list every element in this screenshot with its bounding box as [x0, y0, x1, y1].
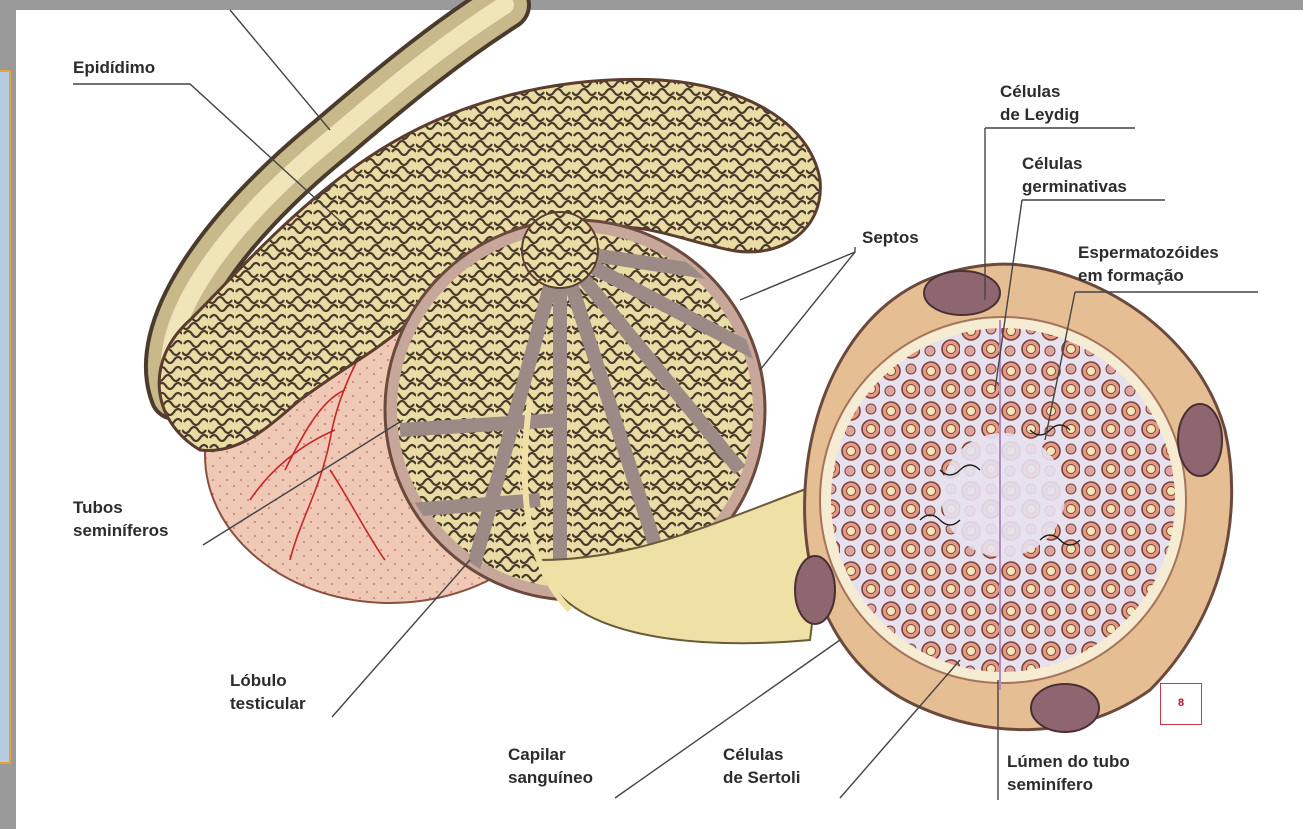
- label-capilar: Capilar sanguíneo: [508, 743, 593, 789]
- label-sertoli: Células de Sertoli: [723, 743, 800, 789]
- label-epididimo-text: Epidídimo: [73, 56, 155, 79]
- label-lobulo-line1: Lóbulo: [230, 669, 306, 692]
- label-septos-text: Septos: [862, 226, 919, 249]
- label-tubos-line1: Tubos: [73, 496, 168, 519]
- label-lumen: Lúmen do tubo seminífero: [1007, 750, 1130, 796]
- tubule-cross-section: [795, 264, 1232, 732]
- label-germinativas: Células germinativas: [1022, 152, 1127, 198]
- label-leydig-line2: de Leydig: [1000, 103, 1079, 126]
- label-espermatozoides-line2: em formação: [1078, 264, 1219, 287]
- label-germinativas-line1: Células: [1022, 152, 1127, 175]
- label-capilar-line1: Capilar: [508, 743, 593, 766]
- label-espermatozoides-line1: Espermatozóides: [1078, 241, 1219, 264]
- label-leydig: Células de Leydig: [1000, 80, 1079, 126]
- label-sertoli-line1: Células: [723, 743, 800, 766]
- figure-badge-text: 8: [1161, 684, 1201, 723]
- label-tubos-line2: seminíferos: [73, 519, 168, 542]
- label-lobulo-line2: testicular: [230, 692, 306, 715]
- label-septos: Septos: [862, 226, 919, 249]
- label-germinativas-line2: germinativas: [1022, 175, 1127, 198]
- label-leydig-line1: Células: [1000, 80, 1079, 103]
- label-espermatozoides: Espermatozóides em formação: [1078, 241, 1219, 287]
- label-sertoli-line2: de Sertoli: [723, 766, 800, 789]
- label-lobulo: Lóbulo testicular: [230, 669, 306, 715]
- label-epididimo: Epidídimo: [73, 56, 155, 79]
- figure-badge: 8: [1160, 683, 1202, 725]
- label-lumen-line2: seminífero: [1007, 773, 1130, 796]
- label-tubos: Tubos seminíferos: [73, 496, 168, 542]
- label-lumen-line1: Lúmen do tubo: [1007, 750, 1130, 773]
- label-capilar-line2: sanguíneo: [508, 766, 593, 789]
